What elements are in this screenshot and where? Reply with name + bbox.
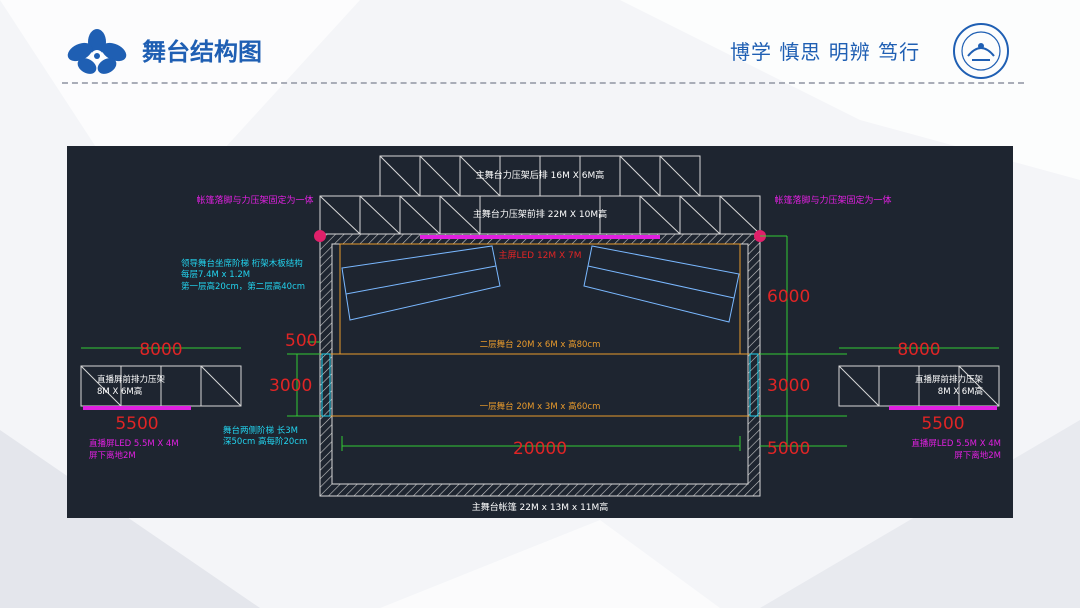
right-screen-led-label-line2: 屏下离地2M xyxy=(954,450,1001,461)
leader-seating-label-line2: 每层7.4M x 1.2M xyxy=(181,269,250,280)
left-screen-truss xyxy=(80,365,242,407)
main-tent-label: 主舞台帐篷 22M x 13M x 11M高 xyxy=(472,501,609,513)
school-flower-logo-icon xyxy=(67,29,127,74)
university-seal-icon xyxy=(953,23,1009,79)
left-screen-truss-label-line1: 直播屏前排力压架 xyxy=(97,374,166,385)
main-tent-outline xyxy=(319,233,761,497)
header-divider xyxy=(62,82,1024,84)
stage-structure-diagram: 主舞台力压架后排 16M X 6M高 主舞台力压架前排 22M X 10M高 主… xyxy=(67,146,1013,518)
tent-anchor-left-marker xyxy=(314,230,326,242)
dim-20000: 20000 xyxy=(513,439,567,459)
school-motto: 博学 慎思 明辨 笃行 xyxy=(730,40,921,64)
stage-level-2-label: 二层舞台 20M x 6M x 高80cm xyxy=(480,339,601,350)
dim-6000: 6000 xyxy=(767,287,810,307)
dim-500: 500 xyxy=(285,331,317,351)
left-screen-truss-label-line2: 8M X 6M高 xyxy=(97,386,142,397)
dim-5000: 5000 xyxy=(767,439,810,459)
right-screen-truss-label-line2: 8M X 6M高 xyxy=(938,386,983,397)
side-steps xyxy=(321,353,759,417)
leader-seating-right xyxy=(583,245,740,323)
rear-truss-label: 主舞台力压架后排 16M X 6M高 xyxy=(476,169,604,181)
front-truss-label: 主舞台力压架前排 22M X 10M高 xyxy=(473,208,607,220)
page-title: 舞台结构图 xyxy=(142,38,262,66)
side-steps-label-line1: 舞台两侧阶梯 长3M xyxy=(223,425,298,436)
right-screen-truss-label-line1: 直播屏前排力压架 xyxy=(915,374,984,385)
stage-level-2 xyxy=(320,243,760,355)
stage-level-1-label: 一层舞台 20M x 3M x 高60cm xyxy=(480,401,601,412)
left-screen-dim-top: 8000 xyxy=(139,340,182,360)
side-steps-label-line2: 深50cm 高每阶20cm xyxy=(223,436,307,447)
front-truss xyxy=(319,195,761,235)
main-led-label: 主屏LED 12M X 7M xyxy=(498,249,581,261)
right-screen-dim-bottom: 5500 xyxy=(921,414,964,434)
left-screen-dim-bottom: 5500 xyxy=(115,414,158,434)
leader-seating-label-line3: 第一层高20cm，第二层高40cm xyxy=(181,281,305,292)
tent-anchor-right-note: 帐篷落脚与力压架固定为一体 xyxy=(774,194,891,206)
left-screen-led-label-line2: 屏下离地2M xyxy=(89,450,136,461)
leader-seating-label-line1: 领导舞台坐席阶梯 桁架木板结构 xyxy=(181,258,303,269)
dim-3000-right: 3000 xyxy=(767,376,810,396)
rear-truss xyxy=(379,155,701,197)
dimension-lines xyxy=(287,235,847,451)
right-screen-dim-top: 8000 xyxy=(897,340,940,360)
tent-anchor-left-note: 帐篷落脚与力压架固定为一体 xyxy=(196,194,313,206)
dim-3000-left: 3000 xyxy=(269,376,312,396)
leader-seating-left xyxy=(341,245,501,321)
left-screen-led-label-line1: 直播屏LED 5.5M X 4M xyxy=(89,438,179,449)
right-screen-truss xyxy=(838,365,1000,407)
right-screen-led-label-line1: 直播屏LED 5.5M X 4M xyxy=(911,438,1001,449)
